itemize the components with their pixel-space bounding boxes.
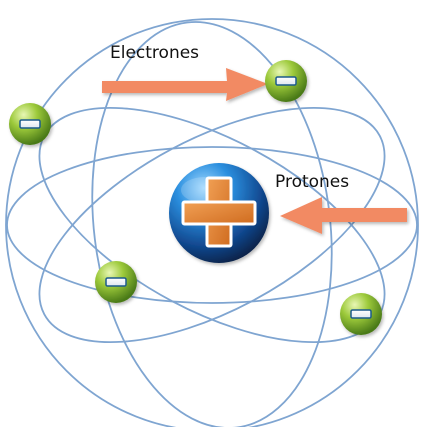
protons-label: Protones — [275, 172, 349, 192]
electron-left — [9, 103, 51, 145]
electron-bottom-right — [340, 293, 382, 335]
electron-arrow — [102, 68, 268, 101]
minus-icon — [105, 277, 127, 287]
minus-icon — [275, 76, 297, 86]
horizontal-orbit — [6, 146, 418, 304]
outer-orbit — [5, 18, 419, 427]
plus-sign-horizontal — [181, 200, 257, 226]
nucleus — [169, 163, 269, 263]
electron-arrow-shape — [102, 68, 268, 101]
proton-arrow-shape — [280, 197, 407, 234]
proton-arrow — [280, 197, 407, 234]
minus-icon — [19, 119, 41, 129]
electrons-label: Electrones — [110, 43, 199, 63]
tilted-orbit-left — [38, 106, 386, 344]
electron-top-right — [265, 60, 307, 102]
minus-icon — [350, 309, 372, 319]
electron-bottom-left — [95, 261, 137, 303]
